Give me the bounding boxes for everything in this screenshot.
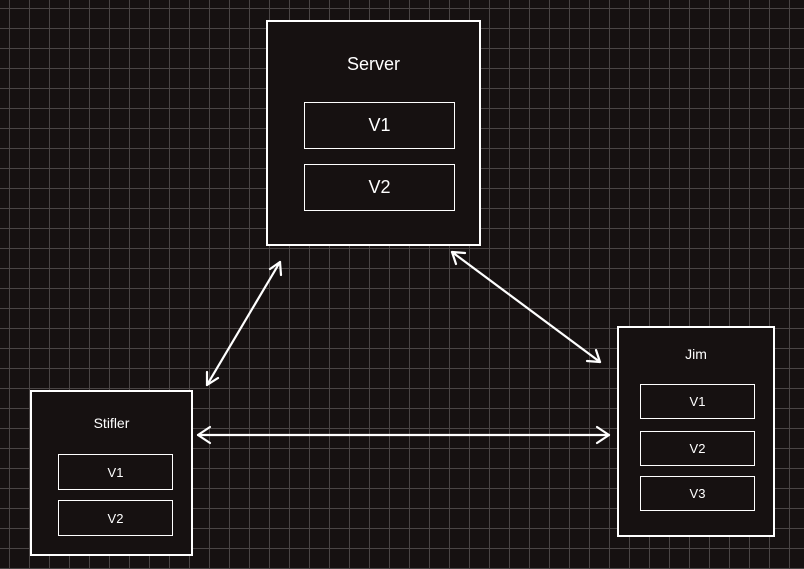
arrow-server-stifler[interactable] <box>205 260 283 387</box>
jim-version-v2[interactable]: V2 <box>640 431 755 466</box>
server-node[interactable]: Server V1 V2 <box>266 20 481 246</box>
stifler-title: Stifler <box>93 415 130 431</box>
jim-version-v1[interactable]: V1 <box>640 384 755 419</box>
stifler-version-v2[interactable]: V2 <box>58 500 173 536</box>
jim-title: Jim <box>685 346 707 362</box>
server-title: Server <box>346 54 400 74</box>
stifler-version-v1[interactable]: V1 <box>58 454 173 490</box>
server-version-v1[interactable]: V1 <box>304 102 455 149</box>
jim-version-v3[interactable]: V3 <box>640 476 755 511</box>
arrow-stifler-jim[interactable] <box>196 425 611 445</box>
arrow-server-jim[interactable] <box>450 250 602 364</box>
server-version-v2[interactable]: V2 <box>304 164 455 211</box>
jim-node[interactable]: Jim V1 V2 V3 <box>617 326 775 537</box>
stifler-node[interactable]: Stifler V1 V2 <box>30 390 193 556</box>
